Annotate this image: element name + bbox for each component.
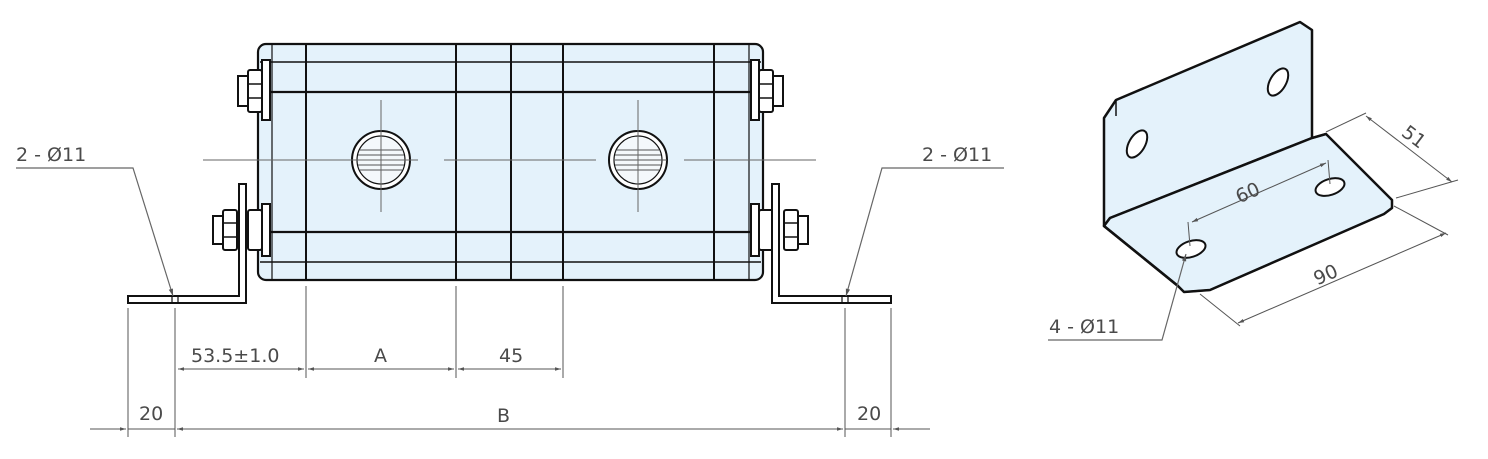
dim-left-flange-text: 20 <box>139 403 163 425</box>
bolt-left-upper-icon <box>237 59 271 121</box>
bolt-left-lower-icon <box>212 203 271 257</box>
dim-a-text: A <box>374 345 387 367</box>
iso-dim-length-text: 90 <box>1310 260 1341 290</box>
dim-overall-text: B <box>497 405 510 427</box>
center-lines <box>203 100 816 212</box>
iso-hole-base-left-icon <box>1175 239 1207 259</box>
extension-lines <box>127 286 892 437</box>
callout-right-text: 2 - Ø11 <box>922 144 992 166</box>
dim-offset-text: 53.5±1.0 <box>191 345 279 367</box>
iso-hole-upper-left-icon <box>1125 129 1149 159</box>
leader-lines <box>16 167 1004 297</box>
iso-callout-holes-text: 4 - Ø11 <box>1049 316 1119 338</box>
iso-dim-height-text: 51 <box>1397 121 1430 153</box>
iso-hole-upper-right-icon <box>1266 67 1290 97</box>
bolt-right-upper-icon <box>750 59 784 121</box>
dim-gap-text: 45 <box>499 345 523 367</box>
dim-right-flange-text: 20 <box>857 403 881 425</box>
front-view: 2 - Ø11 2 - Ø11 53.5±1.0 A 45 20 B 20 <box>16 42 1004 437</box>
dimension-lines <box>90 367 930 431</box>
bracket-left <box>127 183 247 304</box>
bracket-right <box>771 183 892 304</box>
block-body <box>256 42 765 282</box>
iso-view: 51 60 90 4 - Ø11 <box>1048 20 1459 341</box>
callout-left-text: 2 - Ø11 <box>16 144 86 166</box>
